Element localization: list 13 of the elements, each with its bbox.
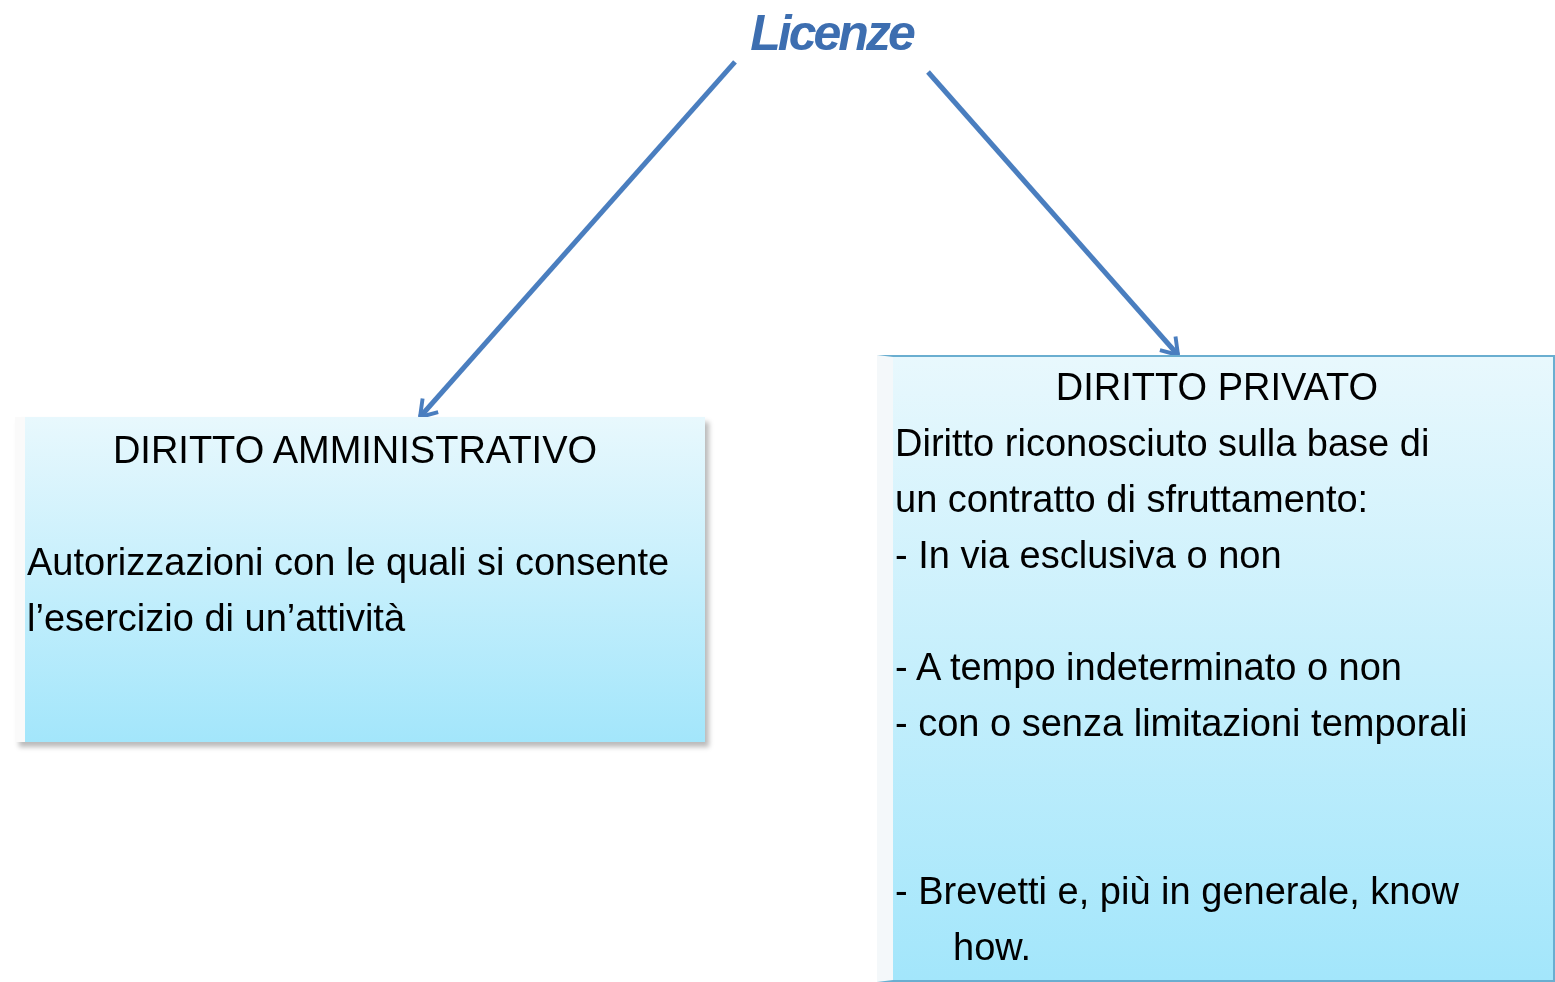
arrow (926, 70, 1180, 357)
list-item: - In via esclusiva o non (895, 533, 1283, 578)
description: Diritto riconosciuto sulla base di un contratto di sfruttamento: (895, 421, 1431, 522)
text-box (877, 355, 1555, 982)
text-box (15, 417, 705, 742)
arrow (418, 60, 737, 419)
list-item: - A tempo indeterminato o non (895, 645, 1403, 690)
heading: DIRITTO AMMINISTRATIVO (111, 428, 599, 473)
list-item: - con o senza limitazioni temporali (895, 701, 1469, 746)
description: Autorizzazioni con le quali si consente l’esercizio di un’attività (27, 540, 671, 641)
heading: DIRITTO PRIVATO (1054, 365, 1380, 410)
title-text: Licenze (735, 0, 928, 72)
list-item: - Brevetti e, più in generale, know how. (895, 869, 1460, 970)
